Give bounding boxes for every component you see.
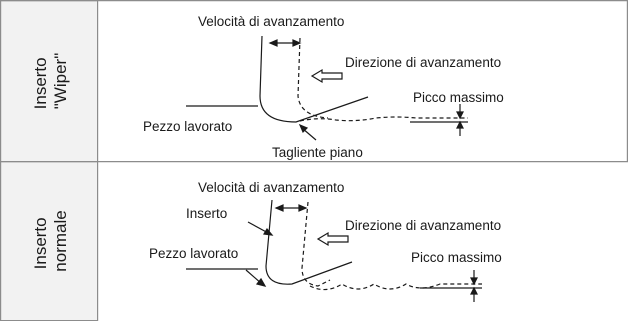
- label-max-peak: Picco massimo: [411, 250, 502, 265]
- insert-profile: [265, 199, 353, 285]
- label-feed-direction: Direzione di avanzamento: [345, 55, 501, 70]
- row-normal-side-cell: [0, 161, 99, 321]
- label-workpiece: Pezzo lavorato: [143, 119, 232, 134]
- normal-insert-diagram: [186, 199, 482, 302]
- label-feed-rate: Velocità di avanzamento: [198, 14, 344, 29]
- max-peak-arrowhead-top: [456, 111, 464, 120]
- label-flat-edge: Tagliente piano: [272, 145, 363, 160]
- machined-surface: [309, 283, 482, 291]
- feed-rate-arrowheads: [268, 39, 302, 47]
- feed-direction-arrow: [310, 68, 343, 84]
- max-peak-arrowhead-top: [470, 277, 478, 286]
- wiper-insert-diagram: [186, 35, 468, 141]
- feed-rate-arrowheads: [274, 204, 308, 212]
- row-wiper-side-label: Inserto "Wiper": [31, 53, 70, 110]
- max-peak-arrowhead-bottom: [470, 286, 478, 295]
- flat-edge-arrowhead: [298, 123, 309, 134]
- label-insert: Inserto: [186, 206, 227, 221]
- insert-profile: [259, 35, 369, 123]
- feed-direction-arrow: [316, 231, 349, 247]
- label-feed-direction: Direzione di avanzamento: [345, 218, 501, 233]
- insert-profile-next: [301, 201, 331, 287]
- machined-surface: [299, 116, 468, 122]
- max-peak-arrowhead-bottom: [456, 120, 464, 129]
- row-wiper-side-cell: [0, 0, 99, 163]
- workpiece-arrowhead: [255, 277, 267, 287]
- side-label-line-1: Inserto: [31, 217, 50, 269]
- insert-profile-next: [297, 37, 329, 119]
- side-label-line-2: normale: [51, 210, 70, 271]
- insert-arrowhead: [263, 227, 274, 236]
- side-label-line-1: Inserto: [31, 57, 50, 109]
- label-max-peak: Picco massimo: [413, 90, 504, 105]
- row-normal-side-label: Inserto normale: [31, 210, 70, 271]
- side-label-line-2: "Wiper": [51, 53, 70, 109]
- label-feed-rate: Velocità di avanzamento: [198, 180, 344, 195]
- label-workpiece: Pezzo lavorato: [149, 246, 238, 261]
